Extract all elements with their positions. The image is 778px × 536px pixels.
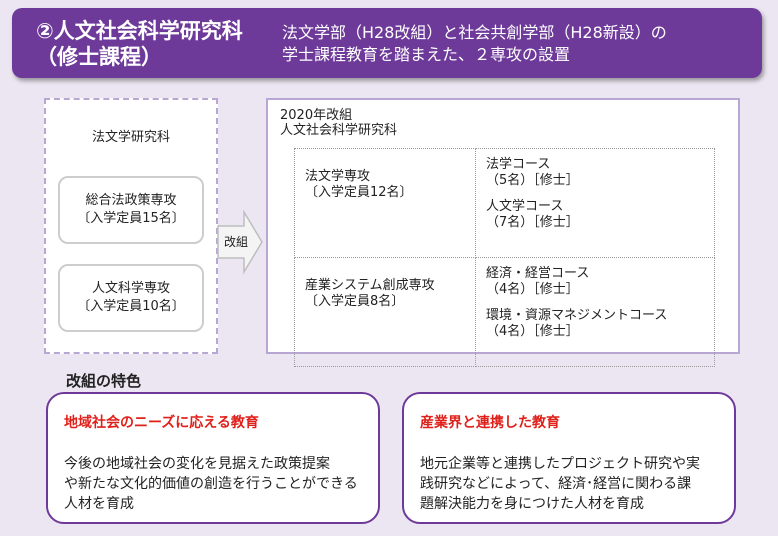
feature-card-title: 産業界と連携した教育 <box>420 415 560 431</box>
course-name: 経済・経営コース <box>486 266 590 281</box>
new-program-heading: 2020年改組 人文社会科学研究科 <box>280 108 398 138</box>
feature-card: 地域社会のニーズに応える教育 今後の地域社会の変化を見据えた政策提案 や新たな文… <box>46 392 380 524</box>
list-item: 人文学コース （7名）［修士］ <box>486 199 704 231</box>
course-detail: （5名）［修士］ <box>486 173 579 188</box>
list-item: 法学コース （5名）［修士］ <box>486 157 704 189</box>
major-name: 産業システム創成専攻 <box>305 278 435 293</box>
course-name: 人文学コース <box>486 199 564 214</box>
new-program-box: 2020年改組 人文社会科学研究科 法文学専攻 〔入学定員12名〕 法学コース … <box>266 98 740 367</box>
new-program-table: 法文学専攻 〔入学定員12名〕 法学コース （5名）［修士］ 人文学コース （7… <box>294 148 715 367</box>
feature-card-body: 地元企業等と連携したプロジェクト研究や実 践研究などによって、経済･経営に関わる… <box>420 456 700 512</box>
course-cell: 経済・経営コース （4名）［修士］ 環境・資源マネジメントコース （4名）［修士… <box>475 257 715 367</box>
banner-description: 法文学部（H28改組）と社会共創学部（H28新設）の 学士課程教育を踏まえた、２… <box>282 23 667 64</box>
course-detail: （4名）［修士］ <box>486 324 579 339</box>
old-program-heading: 法文学研究科 <box>91 130 170 145</box>
old-major-box: 総合法政策専攻 〔入学定員15名〕 <box>58 176 204 244</box>
major-name: 法文学専攻 <box>305 169 371 184</box>
list-item: 環境・資源マネジメントコース （4名）［修士］ <box>486 308 704 340</box>
list-item: 経済・経営コース （4名）［修士］ <box>486 266 704 298</box>
major-cell: 産業システム創成専攻 〔入学定員8名〕 <box>294 257 476 367</box>
old-major-name: 総合法政策専攻 <box>85 193 177 208</box>
table-row: 産業システム創成専攻 〔入学定員8名〕 経済・経営コース （4名）［修士］ 環境… <box>294 257 715 367</box>
table-row: 法文学専攻 〔入学定員12名〕 法学コース （5名）［修士］ 人文学コース （7… <box>294 148 715 258</box>
major-capacity: 〔入学定員12名〕 <box>305 185 413 200</box>
old-major-box: 人文科学専攻 〔入学定員10名〕 <box>58 264 204 332</box>
features-title: 改組の特色 <box>66 372 142 390</box>
feature-card-title: 地域社会のニーズに応える教育 <box>64 415 259 431</box>
feature-card: 産業界と連携した教育 地元企業等と連携したプロジェクト研究や実 践研究などによっ… <box>402 392 736 524</box>
course-detail: （7名）［修士］ <box>486 215 579 230</box>
major-cell: 法文学専攻 〔入学定員12名〕 <box>294 148 476 258</box>
course-detail: （4名）［修士］ <box>486 282 579 297</box>
old-major-capacity: 〔入学定員15名〕 <box>77 211 185 226</box>
course-name: 環境・資源マネジメントコース <box>486 308 668 323</box>
old-major-capacity: 〔入学定員10名〕 <box>77 299 185 314</box>
old-major-name: 人文科学専攻 <box>91 281 170 296</box>
course-name: 法学コース <box>486 157 551 172</box>
header-banner: ②人文社会科学研究科 （修士課程） 法文学部（H28改組）と社会共創学部（H28… <box>12 8 762 78</box>
course-cell: 法学コース （5名）［修士］ 人文学コース （7名）［修士］ <box>475 148 715 258</box>
feature-card-body: 今後の地域社会の変化を見据えた政策提案 や新たな文化的価値の創造を行うことができ… <box>64 456 358 512</box>
banner-title: ②人文社会科学研究科 （修士課程） <box>36 19 243 69</box>
major-capacity: 〔入学定員8名〕 <box>305 294 405 309</box>
arrow-label: 改組 <box>224 235 248 249</box>
old-program-box: 法文学研究科 総合法政策専攻 〔入学定員15名〕 人文科学専攻 〔入学定員10名… <box>44 98 218 354</box>
reorganization-arrow-icon: 改組 <box>217 210 263 274</box>
